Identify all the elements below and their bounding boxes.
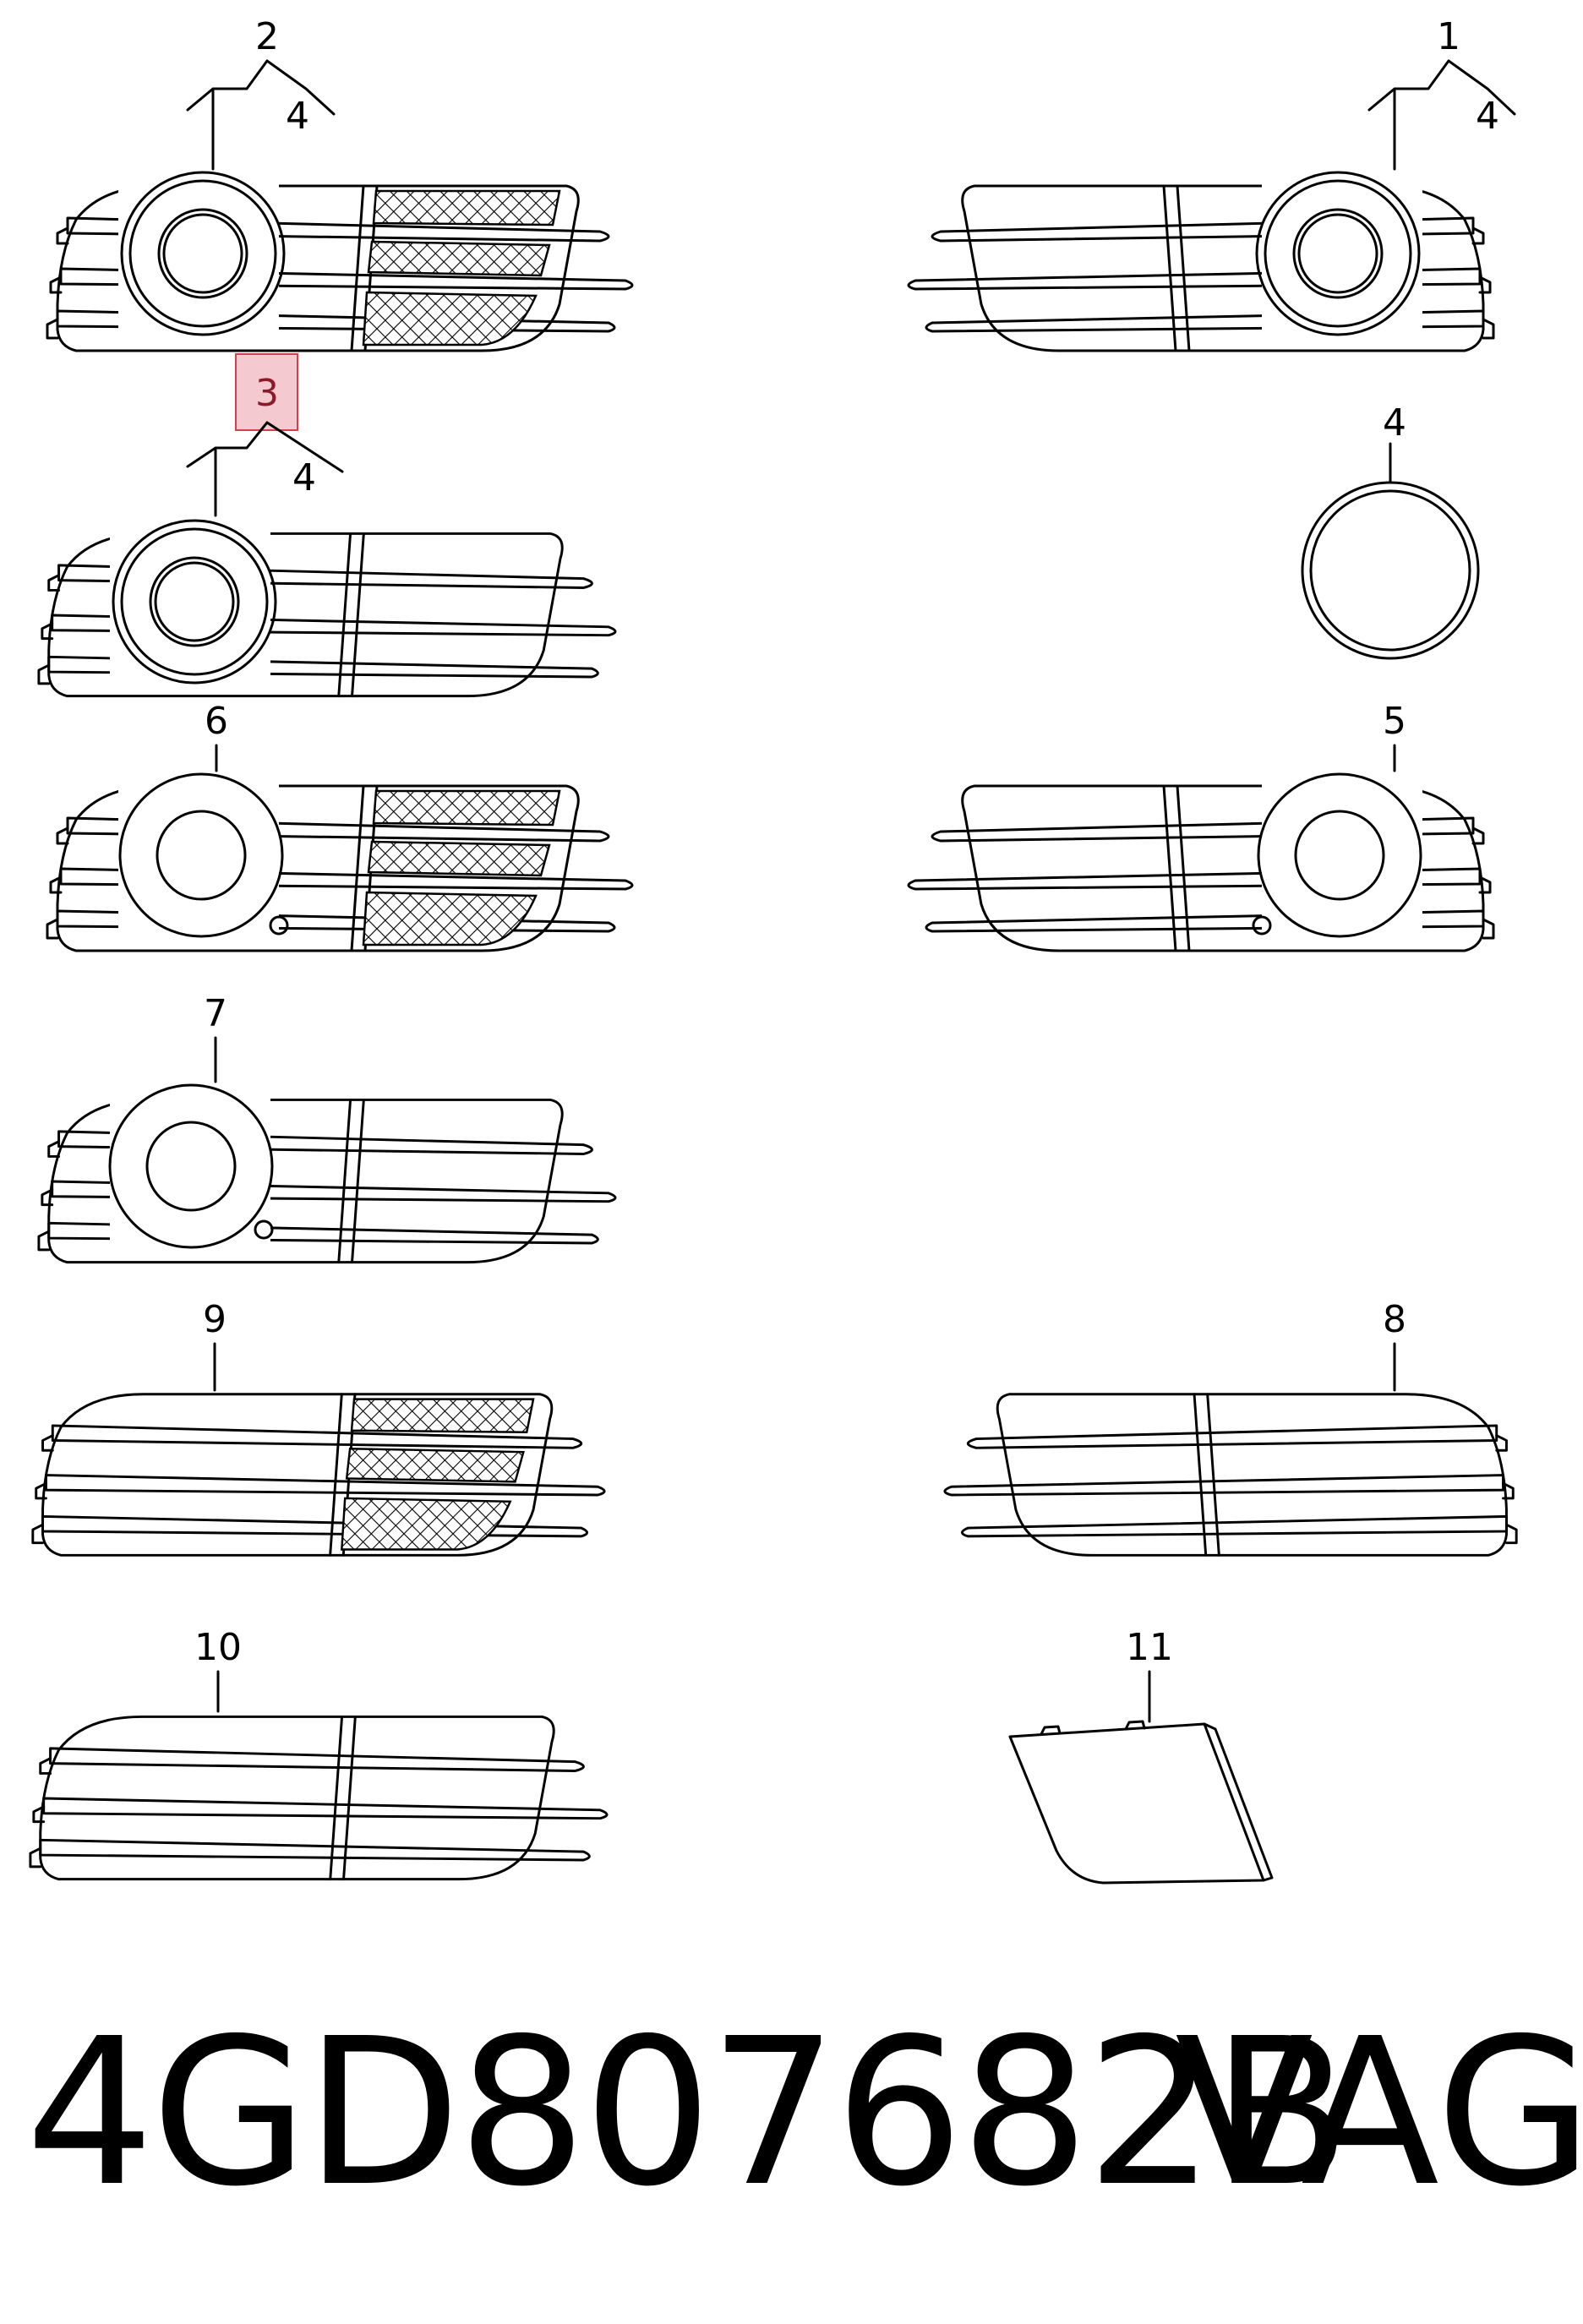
- callout-11[interactable]: 11: [1126, 1626, 1173, 1669]
- part-9-grille[interactable]: [31, 1393, 606, 1557]
- callout-10[interactable]: 10: [194, 1626, 242, 1669]
- part-6-grille[interactable]: [46, 772, 634, 952]
- part-3-grille[interactable]: [37, 517, 617, 698]
- callout-6[interactable]: 6: [205, 700, 228, 743]
- callout-2-sub[interactable]: 4: [286, 95, 309, 138]
- leader-2: [186, 59, 336, 171]
- leader-3: [186, 421, 344, 517]
- callout-1-sub[interactable]: 4: [1476, 95, 1499, 138]
- part-1-grille[interactable]: [907, 169, 1495, 352]
- callout-2[interactable]: 2: [255, 15, 279, 58]
- callout-3[interactable]: 3: [255, 372, 279, 415]
- callout-5[interactable]: 5: [1383, 700, 1406, 743]
- brand-label: VAG: [1175, 1994, 1583, 2231]
- callout-7[interactable]: 7: [204, 992, 227, 1035]
- callout-9[interactable]: 9: [203, 1298, 227, 1341]
- part-number: 4GD807682B: [25, 1994, 1351, 2231]
- part-7-grille[interactable]: [37, 1083, 617, 1264]
- callout-1[interactable]: 1: [1437, 15, 1460, 58]
- callout-3-highlight: [235, 353, 298, 431]
- callout-3-sub[interactable]: 4: [292, 456, 316, 499]
- part-4-ring[interactable]: [1301, 442, 1480, 660]
- callout-4[interactable]: 4: [1383, 401, 1406, 445]
- part-10-grille[interactable]: [29, 1715, 609, 1881]
- part-2-grille[interactable]: [46, 169, 634, 352]
- part-8-grille[interactable]: [943, 1393, 1518, 1557]
- callout-8[interactable]: 8: [1383, 1298, 1406, 1341]
- part-11-cover-plate[interactable]: [1008, 1720, 1274, 1885]
- leader-1: [1367, 59, 1516, 171]
- part-5-grille[interactable]: [907, 772, 1495, 952]
